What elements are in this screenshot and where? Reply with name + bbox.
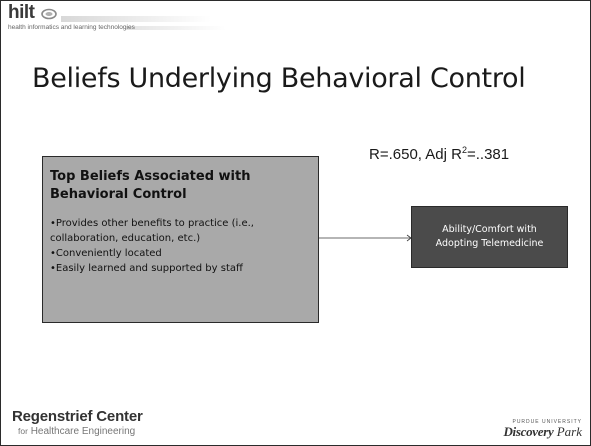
beliefs-heading: Top Beliefs Associated with Behavioral C… (50, 169, 251, 202)
stats-adj-value: =..381 (467, 146, 510, 163)
beliefs-box: Top Beliefs Associated with Behavioral C… (42, 156, 319, 323)
slide-title: Beliefs Underlying Behavioral Control (32, 63, 526, 94)
footer-org-sub-text: Healthcare Engineering (30, 426, 136, 437)
footer-park-name: Discovery Park (503, 425, 582, 439)
outcome-label: Ability/Comfort with Adopting Telemedici… (435, 224, 544, 249)
footer-univ-label: PURDUE UNIVERSITY (512, 419, 582, 425)
stats-r-text: R=.650, Adj R (369, 146, 462, 163)
footer-org-name: Regenstrief Center (12, 408, 143, 425)
outcome-box: Ability/Comfort with Adopting Telemedici… (411, 206, 568, 268)
belief-item: •Easily learned and supported by staff (50, 263, 243, 274)
discovery-park-logo: PURDUE UNIVERSITY Discovery Park (503, 419, 582, 439)
regenstrief-logo: Regenstrief Center for Healthcare Engine… (12, 409, 143, 438)
belief-item: •Provides other benefits to practice (i.… (50, 218, 254, 244)
footer-org-for: for (18, 426, 28, 436)
footer-org-sub: for Healthcare Engineering (18, 425, 143, 438)
footer-park-italic: Park (556, 424, 582, 439)
footer-park-bold: Discovery (503, 424, 554, 439)
hilt-logo: hilt health informatics and learning tec… (6, 2, 226, 34)
connector-arrow (319, 234, 412, 242)
belief-item: •Conveniently located (50, 248, 162, 259)
swirl-icon (41, 8, 57, 20)
logo-wordmark: hilt (8, 2, 35, 23)
stats-superscript: 2 (461, 145, 467, 155)
logo-subtitle: health informatics and learning technolo… (8, 24, 135, 31)
logo-decoration (61, 16, 211, 22)
regression-stats: R=.650, Adj R2=..381 (369, 145, 509, 163)
logo-decoration (126, 26, 226, 30)
beliefs-list: •Provides other benefits to practice (i.… (50, 216, 309, 276)
